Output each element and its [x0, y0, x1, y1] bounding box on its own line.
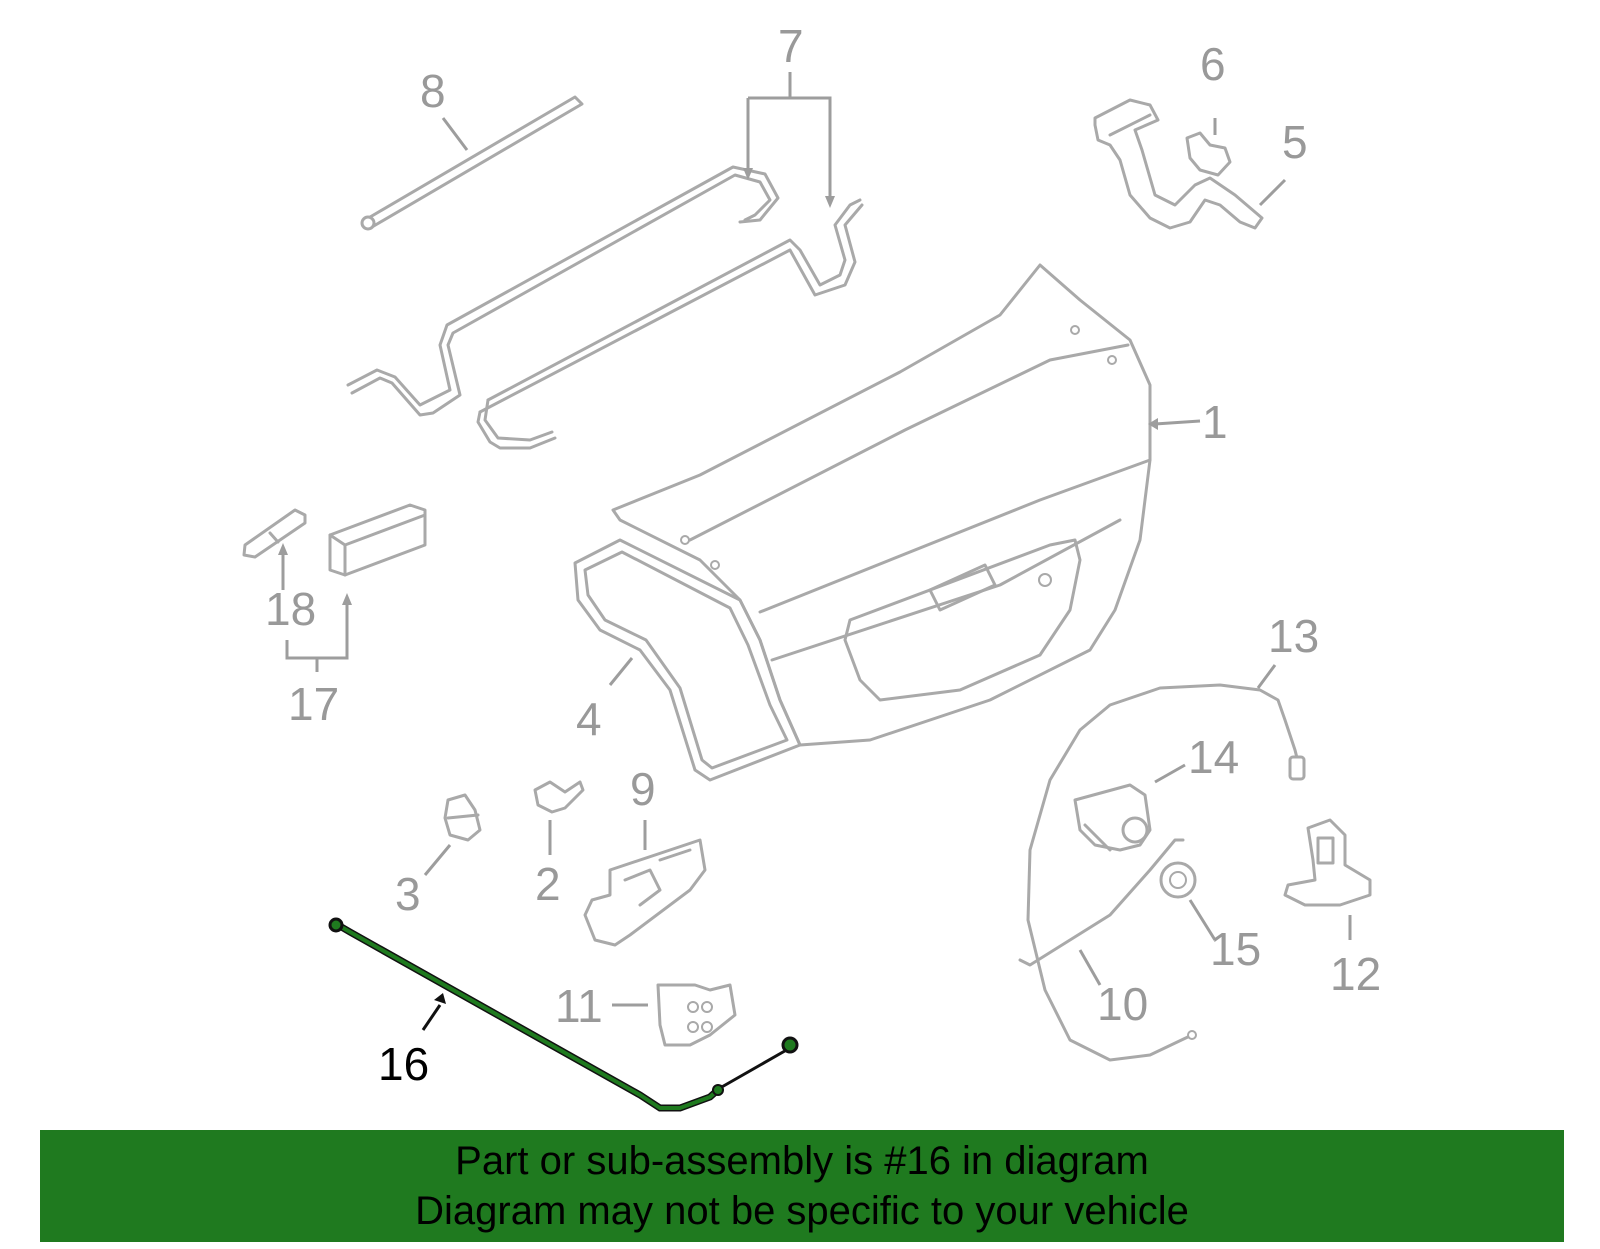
part-9-latch[interactable]: [583, 838, 707, 947]
callout-5: 5: [1282, 116, 1308, 168]
info-banner: Part or sub-assembly is #16 in diagram D…: [40, 1130, 1564, 1242]
leader-16: [421, 1004, 442, 1031]
part-15-grommet[interactable]: [1159, 861, 1197, 899]
part-4-seal[interactable]: [573, 538, 802, 782]
part-16-cable[interactable]: [328, 917, 799, 1112]
part-6-bumper[interactable]: [1185, 131, 1232, 177]
callout-6: 6: [1200, 38, 1226, 90]
callout-12: 12: [1330, 948, 1381, 1000]
part-17-lamp[interactable]: [328, 503, 427, 577]
part-13-cable[interactable]: [1026, 683, 1306, 1062]
part-12-handle[interactable]: [1283, 818, 1372, 907]
leader-13: [1256, 664, 1277, 689]
leader-15: [1188, 899, 1217, 941]
callout-13: 13: [1268, 610, 1319, 662]
callout-17: 17: [288, 678, 339, 730]
callout-1: 1: [1202, 396, 1228, 448]
part-7-torsion-bars[interactable]: [346, 165, 864, 450]
callout-9: 9: [630, 763, 656, 815]
part-14-lock-cylinder[interactable]: [1073, 783, 1152, 852]
part-2-bolt[interactable]: [533, 780, 585, 814]
callout-10: 10: [1097, 978, 1148, 1030]
callout-4: 4: [576, 693, 602, 745]
callout-11: 11: [555, 980, 603, 1032]
leader-7: [746, 72, 832, 198]
callout-8: 8: [420, 65, 446, 117]
callout-16: 16: [378, 1038, 429, 1090]
leader-3: [423, 844, 452, 876]
part-11-striker[interactable]: [656, 983, 737, 1047]
leader-1: [1154, 419, 1201, 426]
part-8-rod[interactable]: [360, 95, 584, 231]
leader-8: [441, 117, 469, 151]
leader-17: [285, 605, 349, 672]
part-18-bulb[interactable]: [242, 508, 307, 559]
banner-line-2: Diagram may not be specific to your vehi…: [415, 1189, 1189, 1233]
leader-14: [1154, 763, 1186, 784]
leader-10: [1078, 949, 1102, 986]
part-10-rod[interactable]: [1018, 838, 1185, 967]
callout-14: 14: [1188, 731, 1239, 783]
leader-4: [608, 657, 634, 686]
part-1-deck-lid[interactable]: [611, 263, 1152, 747]
callout-2: 2: [535, 858, 561, 910]
banner-line-1: Part or sub-assembly is #16 in diagram: [455, 1139, 1149, 1183]
callout-18: 18: [265, 583, 316, 635]
callout-7: 7: [778, 20, 804, 72]
part-5-hinge[interactable]: [1093, 98, 1264, 230]
callout-3: 3: [395, 868, 421, 920]
part-3-bumper[interactable]: [443, 793, 482, 842]
callout-15: 15: [1210, 923, 1261, 975]
leader-5: [1258, 178, 1287, 207]
